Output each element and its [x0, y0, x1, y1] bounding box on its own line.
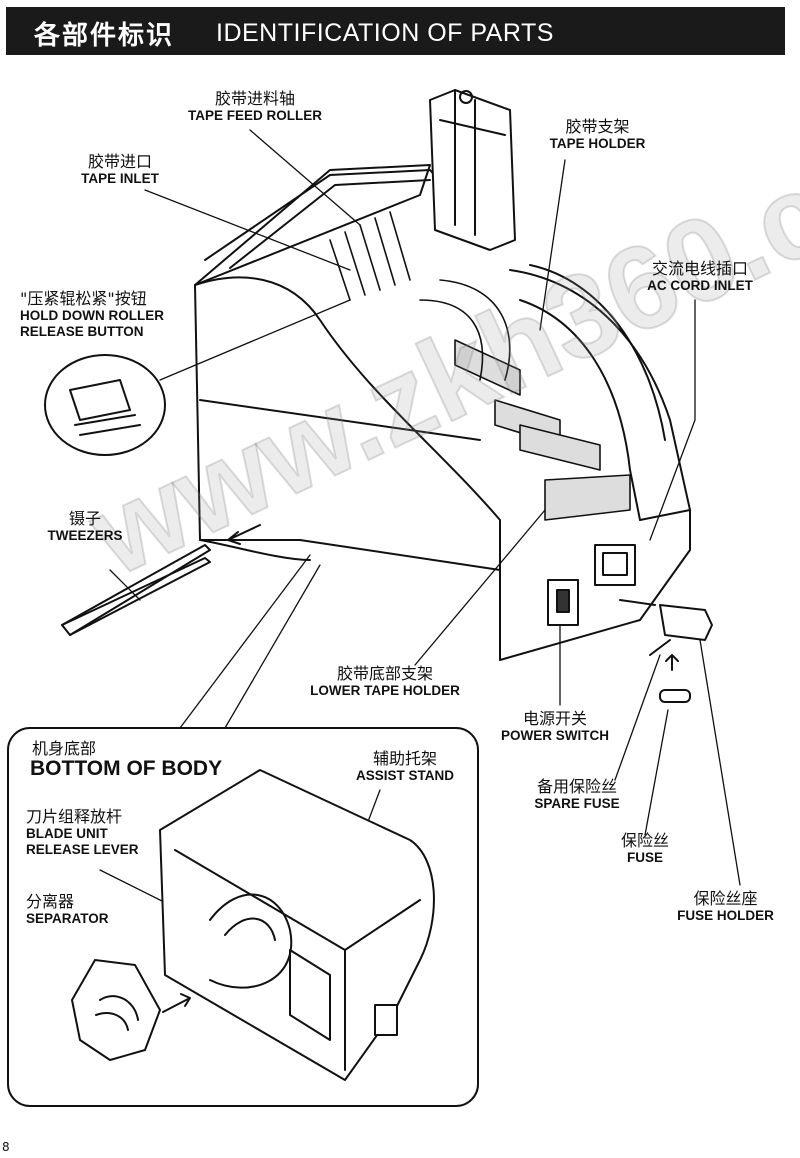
bottom-of-body-title-zh: 机身底部 [32, 739, 97, 758]
label-tape-inlet: 胶带进口 TAPE INLET [70, 152, 170, 187]
hold-down-roller-inset [44, 354, 166, 456]
label-en: LOWER TAPE HOLDER [310, 683, 460, 699]
label-zh: 镊子 [68, 509, 101, 528]
label-en: TAPE FEED ROLLER [187, 108, 322, 124]
label-zh: 刀片组释放杆 [26, 807, 123, 826]
label-zh: 电源开关 [522, 709, 587, 728]
label-zh: 辅助托架 [372, 749, 437, 768]
label-zh: 胶带进料轴 [214, 89, 295, 108]
leader-lines [99, 129, 741, 976]
label-fuse: 保险丝 FUSE [605, 831, 685, 866]
power-switch-shape [547, 579, 579, 626]
fuse-parts [619, 599, 713, 703]
label-en: SEPARATOR [26, 911, 109, 927]
section-header: 各部件标识 IDENTIFICATION OF PARTS [6, 7, 785, 55]
machine-body [194, 164, 691, 661]
label-lower-tape-holder: 胶带底部支架 LOWER TAPE HOLDER [300, 664, 470, 699]
label-en: POWER SWITCH [501, 728, 609, 744]
header-title-en: IDENTIFICATION OF PARTS [216, 19, 554, 47]
label-tape-feed-roller: 胶带进料轴 TAPE FEED ROLLER [180, 89, 330, 124]
label-blade-unit: 刀片组释放杆 BLADE UNIT RELEASE LEVER [26, 807, 176, 857]
label-en-2: RELEASE LEVER [26, 841, 139, 857]
label-assist-stand: 辅助托架 ASSIST STAND [345, 749, 465, 784]
label-en: TAPE HOLDER [549, 136, 646, 152]
label-en: TWEEZERS [47, 528, 123, 544]
label-zh: 分离器 [26, 892, 75, 911]
label-en-2: RELEASE BUTTON [20, 323, 144, 339]
label-en-1: HOLD DOWN ROLLER [20, 308, 164, 324]
label-zh: "压紧辊松紧"按钮 [20, 289, 147, 308]
label-en: FUSE HOLDER [677, 908, 774, 924]
label-zh: 保险丝 [620, 831, 669, 850]
header-title-zh: 各部件标识 [34, 21, 175, 51]
label-hold-down-roller: "压紧辊松紧"按钮 HOLD DOWN ROLLER RELEASE BUTTO… [20, 289, 200, 339]
label-en: SPARE FUSE [534, 796, 620, 812]
label-zh: 保险丝座 [693, 889, 758, 908]
tape-holder-upright [429, 89, 516, 251]
label-en: AC CORD INLET [647, 278, 753, 294]
separator-shape [71, 959, 191, 1061]
bottom-of-body-panel [7, 727, 479, 1107]
ac-inlet-shape [594, 544, 636, 586]
bottom-of-body-title-en: BOTTOM OF BODY [30, 757, 223, 780]
tweezer-arrow [227, 524, 261, 545]
label-en-1: BLADE UNIT [26, 826, 108, 842]
label-power-switch: 电源开关 POWER SWITCH [490, 709, 620, 744]
label-zh: 胶带支架 [565, 117, 630, 136]
label-en: TAPE INLET [81, 171, 159, 187]
page-number: 8 [2, 1140, 10, 1154]
label-en: ASSIST STAND [355, 768, 454, 784]
tweezers-shape [61, 544, 211, 636]
label-fuse-holder: 保险丝座 FUSE HOLDER [668, 889, 783, 924]
bottom-view-machine [159, 769, 435, 1081]
label-zh: 交流电线插口 [651, 259, 748, 278]
label-zh: 备用保险丝 [536, 777, 617, 796]
label-zh: 胶带进口 [87, 152, 152, 171]
label-tape-holder: 胶带支架 TAPE HOLDER [540, 117, 655, 152]
label-separator: 分离器 SEPARATOR [26, 892, 136, 927]
feed-rollers [329, 211, 631, 521]
label-en: FUSE [626, 850, 663, 866]
label-ac-cord-inlet: 交流电线插口 AC CORD INLET [630, 259, 770, 294]
label-tweezers: 镊子 TWEEZERS [30, 509, 140, 544]
label-spare-fuse: 备用保险丝 SPARE FUSE [522, 777, 632, 812]
label-zh: 胶带底部支架 [336, 664, 433, 683]
